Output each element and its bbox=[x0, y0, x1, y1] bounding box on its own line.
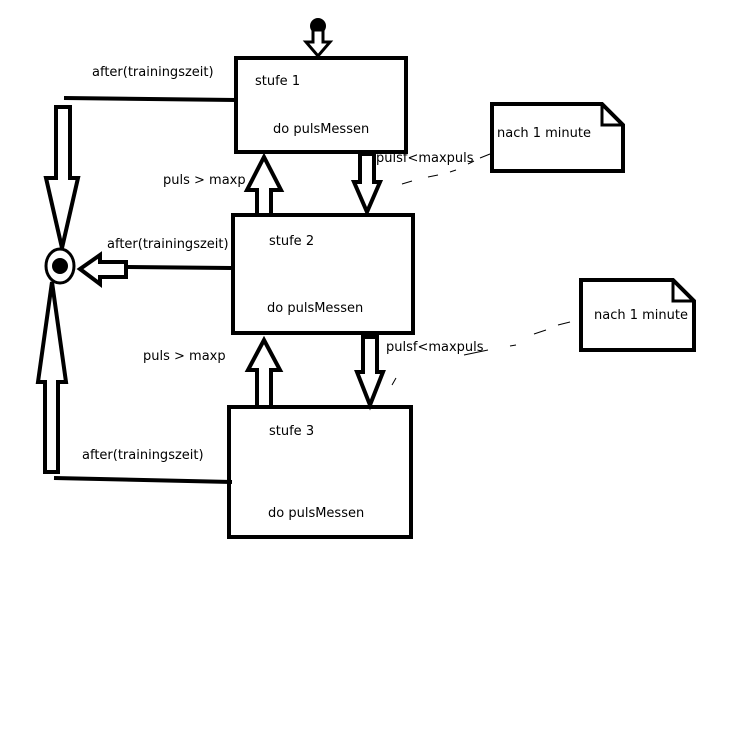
transition-label-up-1: puls > maxp bbox=[163, 173, 246, 188]
note-2-text: nach 1 minute bbox=[594, 308, 688, 323]
transition-line-after-1 bbox=[63, 96, 237, 102]
initial-arrow bbox=[302, 28, 334, 59]
arrow-after-3 bbox=[35, 281, 69, 474]
note-1-fold bbox=[600, 104, 623, 127]
state-2-activity: do pulsMessen bbox=[267, 301, 364, 316]
transition-label-down-1: pulsf<maxpuls bbox=[376, 151, 474, 166]
arrow-up-3-to-2 bbox=[244, 335, 284, 409]
arrow-after-2 bbox=[76, 251, 128, 288]
note-1-text: nach 1 minute bbox=[497, 126, 591, 141]
transition-label-after-3: after(trainingszeit) bbox=[82, 448, 204, 463]
note-2 bbox=[579, 278, 696, 352]
state-stufe-1 bbox=[234, 56, 408, 154]
transition-line-after-2 bbox=[127, 265, 232, 270]
note-1-connector bbox=[401, 153, 491, 185]
transition-label-up-2: puls > maxp bbox=[143, 349, 226, 364]
state-3-activity: do pulsMessen bbox=[268, 506, 365, 521]
transition-label-after-1: after(trainingszeit) bbox=[92, 65, 214, 80]
transition-label-down-2: pulsf<maxpuls bbox=[386, 340, 484, 355]
final-state-core bbox=[52, 258, 68, 274]
transition-line-after-3 bbox=[53, 476, 233, 484]
transition-label-after-2: after(trainingszeit) bbox=[107, 237, 229, 252]
note-1 bbox=[490, 102, 625, 173]
state-1-activity: do pulsMessen bbox=[273, 122, 370, 137]
arrow-up-2-to-1 bbox=[243, 152, 285, 217]
note-2-fold bbox=[671, 280, 694, 303]
state-2-name: stufe 2 bbox=[269, 234, 315, 249]
arrow-after-1 bbox=[43, 105, 81, 249]
arrow-down-1-to-2 bbox=[350, 152, 384, 218]
state-3-name: stufe 3 bbox=[269, 424, 315, 439]
note-2-connector bbox=[391, 321, 571, 386]
state-stufe-2 bbox=[231, 213, 415, 335]
arrow-down-2-to-3 bbox=[354, 335, 386, 411]
state-1-name: stufe 1 bbox=[255, 74, 301, 89]
state-stufe-3 bbox=[227, 405, 413, 539]
